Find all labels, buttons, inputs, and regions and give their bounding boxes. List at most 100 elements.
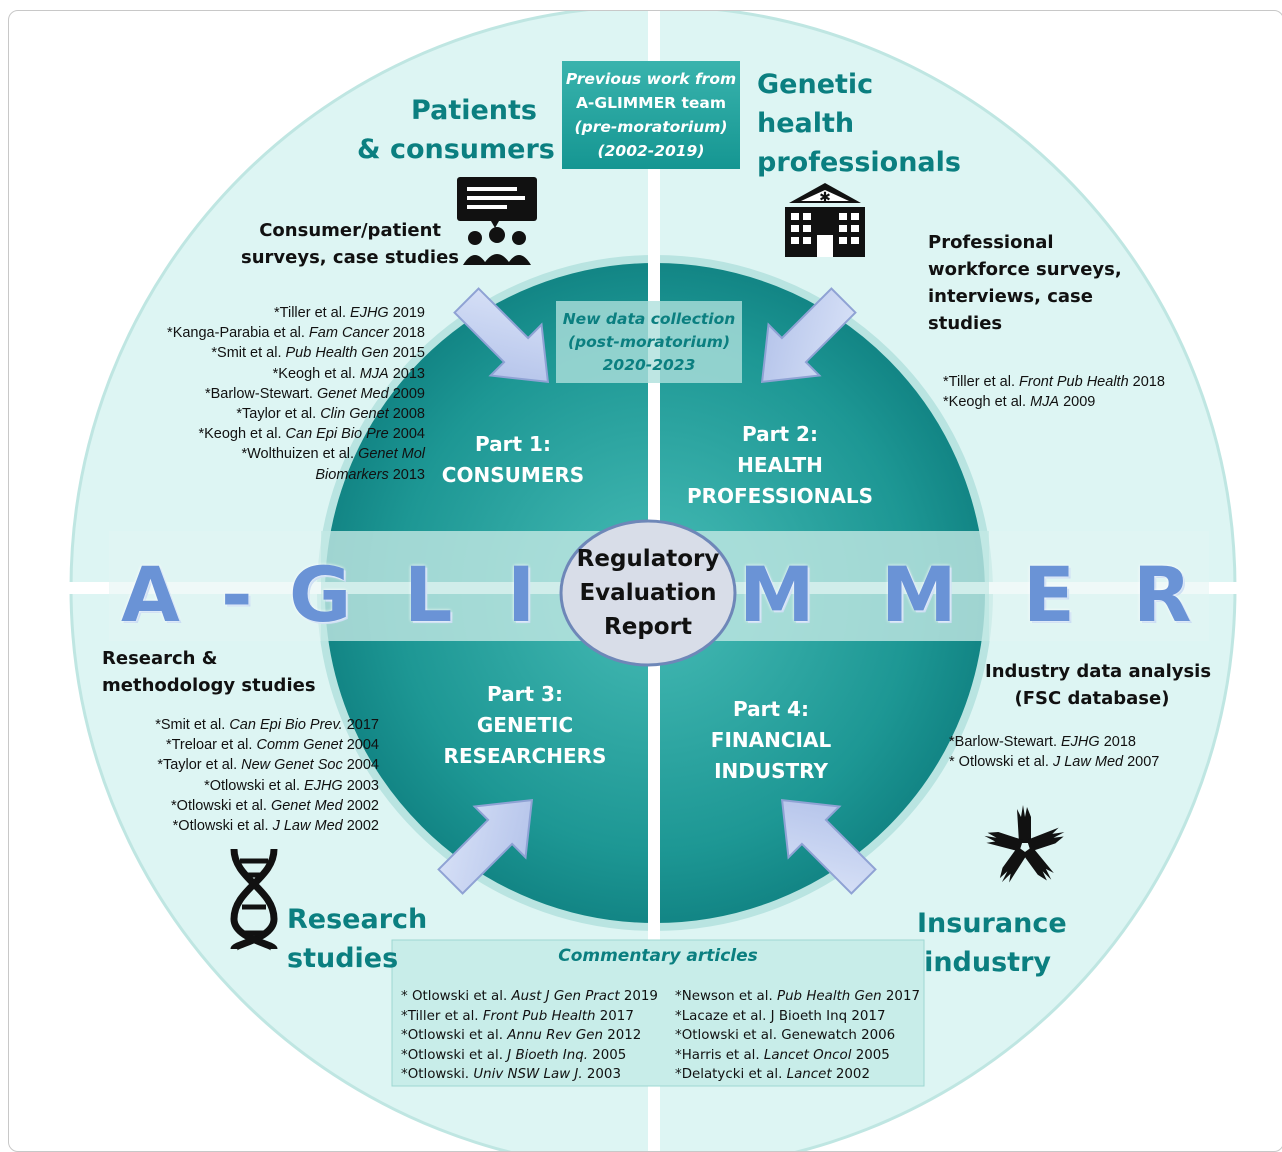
previous-work-team: A-GLIMMER team (575, 94, 727, 112)
professional-methods-label: Professional workforce surveys, intervie… (928, 229, 1122, 337)
reference-row: *Barlow-Stewart. EJHG 2018 (949, 732, 1159, 752)
reference-author: *Barlow-Stewart. (949, 734, 1062, 750)
part-line: FINANCIAL (710, 728, 832, 752)
commentary-row: *Lacaze et al. J Bioeth Inq 2017 (675, 1007, 920, 1027)
new-data-line: 2020-2023 (602, 356, 696, 374)
center-line: Report (604, 614, 692, 640)
reference-year: 2003 (342, 777, 379, 794)
hands-circle-icon (984, 805, 1065, 883)
new-data-text: New data collection (post-moratorium) 20… (556, 308, 742, 377)
reference-journal: Lancet Oncol (763, 1047, 852, 1063)
hospital-icon: ✱ (785, 183, 865, 257)
reference-year: 2005 (587, 1047, 627, 1063)
reference-row: *Tiller et al. Front Pub Health 2018 (943, 372, 1165, 392)
reference-year: 2013 (388, 365, 425, 382)
reference-journal: Lancet (786, 1067, 832, 1082)
reference-year: 2009 (388, 385, 425, 402)
label-line: (FSC database) (1014, 688, 1170, 709)
reference-author: *Tiller et al. (274, 305, 351, 321)
research-references: *Smit et al. Can Epi Bio Prev. 2017*Trel… (89, 715, 379, 836)
heading-patients: Patients & consumers (357, 91, 555, 169)
reference-journal: Clin Genet (320, 406, 389, 423)
label-line: Research & (102, 648, 218, 669)
reference-journal: Annu Rev Gen (507, 1028, 603, 1043)
reference-row: Biomarkers 2013 (101, 465, 425, 485)
reference-year: 2015 (388, 345, 425, 362)
commentary-row: *Otlowski et al. J Bioeth Inq. 2005 (401, 1046, 658, 1066)
reference-row: *Otlowski et al. EJHG 2003 (89, 776, 379, 796)
arrow-part3 (437, 798, 534, 895)
banner-letter-l: L (404, 550, 453, 639)
banner-letter-m1: M (739, 550, 815, 639)
reference-journal: Pub Health Gen (285, 345, 389, 362)
part3-label: Part 3: GENETIC RESEARCHERS (433, 679, 617, 772)
reference-author: *Taylor et al. (157, 757, 242, 774)
heading-insurance-line: Insurance (917, 908, 1067, 939)
heading-research: Research studies (287, 900, 427, 978)
commentary-row: *Otlowski et al. Genewatch 2006 (675, 1026, 920, 1046)
banner-letter-i: I (507, 550, 536, 639)
reference-row: *Treloar et al. Comm Genet 2004 (89, 735, 379, 755)
reference-author: *Lacaze et al. J Bioeth Inq (675, 1008, 848, 1024)
arrow-part2 (760, 287, 857, 384)
reference-author: *Smit et al. (155, 717, 230, 733)
banner-letter-r: R (1133, 550, 1192, 639)
new-data-line: (post-moratorium) (567, 333, 731, 351)
reference-journal: J Bioeth Inq. (507, 1047, 588, 1063)
heading-genetic: Genetic health professionals (757, 65, 961, 182)
reference-journal: Front Pub Health (482, 1008, 596, 1024)
reference-year: 2018 (388, 325, 425, 342)
part-line: PROFESSIONALS (686, 484, 874, 508)
commentary-box (391, 939, 925, 1087)
consumer-methods-label: Consumer/patient surveys, case studies (241, 217, 459, 271)
reference-row: *Keogh et al. MJA 2013 (101, 364, 425, 384)
svg-text:✱: ✱ (819, 190, 831, 206)
reference-journal: Front Pub Health (1019, 374, 1129, 390)
reference-author: *Otlowski et al. (401, 1028, 508, 1043)
reference-journal: Genet Med (270, 797, 343, 814)
heading-genetic-line: professionals (757, 147, 961, 178)
reference-author: * Otlowski et al. (949, 754, 1053, 771)
reference-row: *Otlowski et al. J Law Med 2002 (89, 816, 379, 836)
reference-journal: EJHG (304, 777, 343, 794)
reference-author: *Delatycki et al. (675, 1067, 787, 1082)
previous-work-box (562, 61, 740, 169)
heading-patients-line: & consumers (357, 134, 555, 165)
research-methods-label: Research & methodology studies (102, 645, 316, 699)
reference-year: 2018 (1099, 734, 1136, 750)
reference-year: 2012 (602, 1028, 642, 1043)
reference-journal: Comm Genet (256, 737, 343, 754)
reference-year: 2004 (342, 737, 379, 754)
reference-year: 2002 (831, 1067, 870, 1082)
reference-journal: J Law Med (1052, 754, 1124, 771)
part-line: Part 2: (742, 422, 818, 446)
reference-author: *Wolthuizen et al. (241, 446, 359, 463)
reference-journal: Genet Med (316, 385, 389, 402)
heading-patients-line: Patients (411, 95, 537, 126)
banner-letter-a: A (121, 550, 180, 639)
reference-row: *Smit et al. Pub Health Gen 2015 (101, 343, 425, 363)
heading-research-line: studies (287, 943, 399, 974)
reference-row: *Kanga-Parabia et al. Fam Cancer 2018 (101, 323, 425, 343)
reference-journal: Univ NSW Law J. (473, 1067, 583, 1082)
center-line: Evaluation (579, 580, 717, 606)
reference-row: *Barlow-Stewart. Genet Med 2009 (101, 384, 425, 404)
reference-year: 2018 (1128, 374, 1165, 390)
center-oval (559, 519, 737, 667)
reference-author: *Keogh et al. (943, 394, 1031, 411)
commentary-row: *Otlowski et al. Annu Rev Gen 2012 (401, 1026, 658, 1046)
dna-icon (230, 848, 278, 953)
reference-journal: EJHG (350, 305, 389, 321)
reference-author: *Tiller et al. (401, 1008, 483, 1024)
label-line: Consumer/patient (259, 220, 441, 241)
reference-year: 2006 (856, 1028, 896, 1043)
reference-author: *Keogh et al. (198, 426, 286, 443)
label-line: Industry data analysis (985, 661, 1212, 682)
reference-author: *Tiller et al. (943, 374, 1020, 390)
arrow-part4 (780, 798, 877, 895)
reference-row: *Keogh et al. MJA 2009 (943, 392, 1165, 412)
reference-journal: Can Epi Bio Prev. (229, 717, 343, 733)
reference-author: *Keogh et al. (272, 365, 360, 382)
part1-label: Part 1: CONSUMERS (423, 429, 603, 491)
reference-year: 2004 (342, 757, 379, 774)
